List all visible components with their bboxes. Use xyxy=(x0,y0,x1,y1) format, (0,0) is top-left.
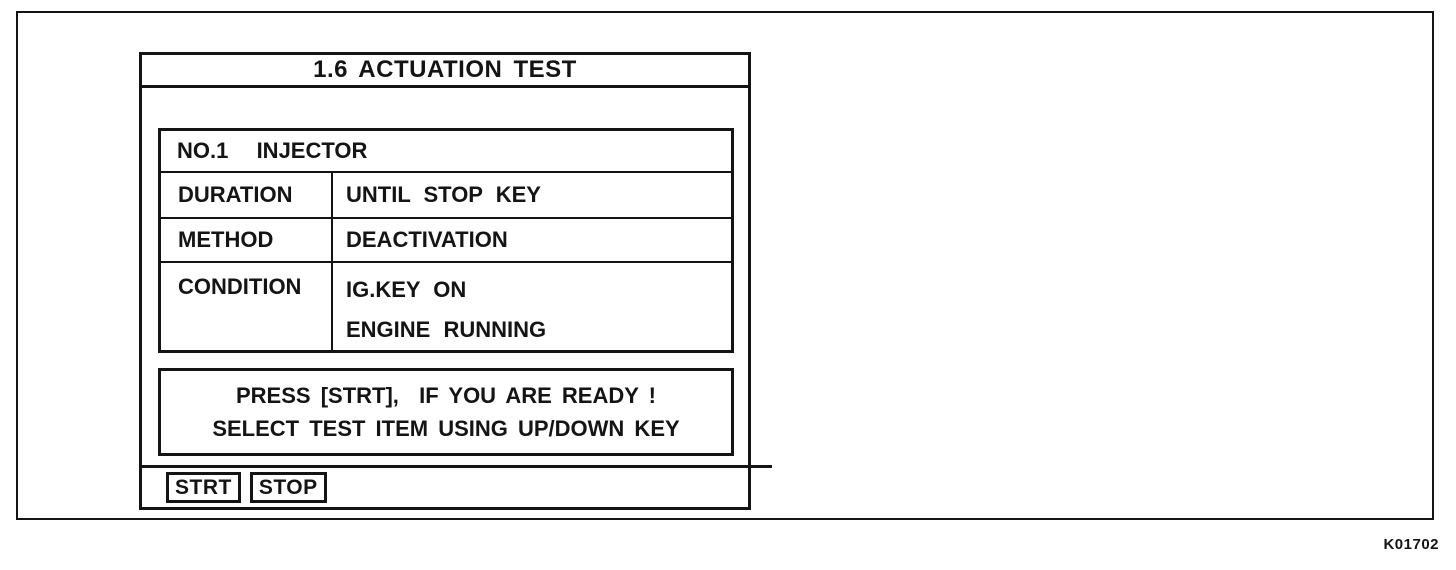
table-row-method: METHOD DEACTIVATION xyxy=(161,218,731,263)
row-value: IG.KEY ON ENGINE RUNNING xyxy=(333,263,731,350)
message-box: PRESS [STRT], IF YOU ARE READY ! SELECT … xyxy=(158,368,734,456)
test-item-name: NO.1 INJECTOR xyxy=(177,138,368,164)
stop-button[interactable]: STOP xyxy=(249,472,327,503)
row-value: DEACTIVATION xyxy=(346,226,508,252)
row-value: UNTIL STOP KEY xyxy=(346,182,541,208)
screen-title: 1.6 ACTUATION TEST xyxy=(313,56,577,83)
row-label: DURATION xyxy=(161,173,333,217)
row-label: METHOD xyxy=(161,218,333,261)
screen-title-bar: 1.6 ACTUATION TEST xyxy=(142,55,748,88)
message-line-2: SELECT TEST ITEM USING UP/DOWN KEY xyxy=(212,416,680,441)
condition-line-1: IG.KEY ON xyxy=(346,277,467,302)
button-bar: STRT STOP xyxy=(142,465,772,507)
test-spec-table: NO.1 INJECTOR DURATION UNTIL STOP KEY ME… xyxy=(158,128,734,353)
strt-button[interactable]: STRT xyxy=(166,472,241,503)
message-line-1: PRESS [STRT], IF YOU ARE READY ! xyxy=(236,383,656,408)
test-item-row: NO.1 INJECTOR xyxy=(161,131,731,174)
table-row-duration: DURATION UNTIL STOP KEY xyxy=(161,173,731,219)
figure-code: K01702 xyxy=(1383,536,1439,553)
row-label: CONDITION xyxy=(161,263,333,350)
condition-line-2: ENGINE RUNNING xyxy=(346,317,547,342)
table-row-condition: CONDITION IG.KEY ON ENGINE RUNNING xyxy=(161,263,731,350)
figure-frame: 1.6 ACTUATION TEST NO.1 INJECTOR DURATIO… xyxy=(16,11,1434,520)
scan-tool-screen: 1.6 ACTUATION TEST NO.1 INJECTOR DURATIO… xyxy=(139,52,772,510)
